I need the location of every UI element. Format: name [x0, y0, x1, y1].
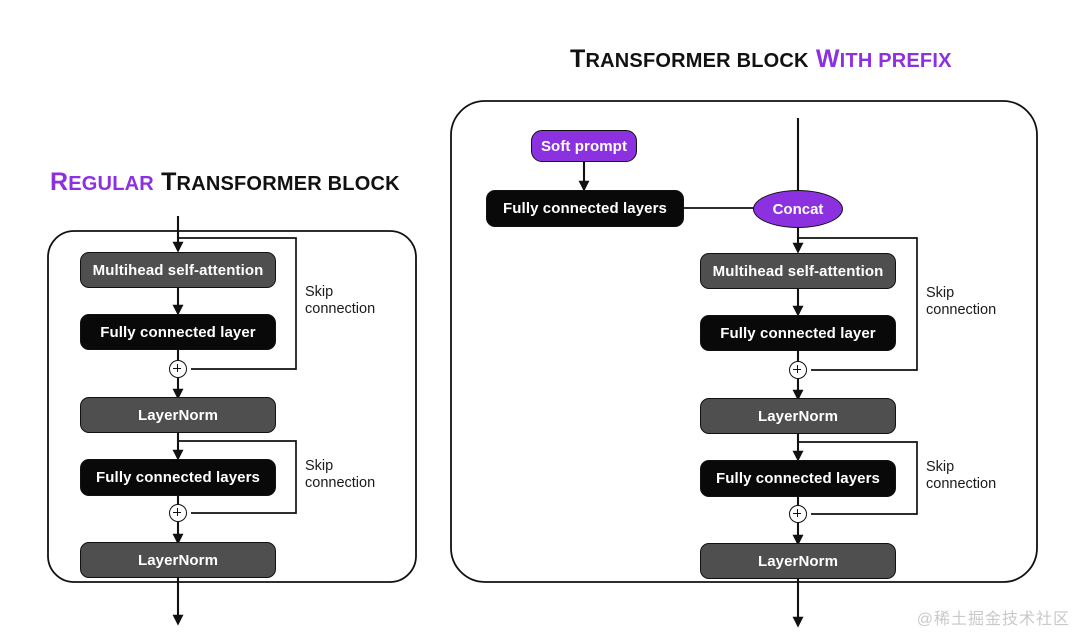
left-node-attention-label: Multihead self-attention: [92, 261, 264, 279]
right-skip-path-1: [798, 237, 918, 371]
left-panel-title: REGULAR TRANSFORMER BLOCK: [50, 168, 400, 197]
right-node-soft-prompt[interactable]: Soft prompt: [531, 130, 637, 162]
left-add-operator-2: [169, 504, 187, 522]
left-skip-path-1: [178, 237, 297, 370]
left-node-fully-connected-layer[interactable]: Fully connected layer: [80, 314, 276, 350]
right-skip-path-2: [798, 441, 918, 515]
right-node-fully-connected-layer[interactable]: Fully connected layer: [700, 315, 896, 351]
watermark: @稀土掘金技术社区: [916, 611, 1070, 628]
left-skip-connection-label-1: Skip connection: [305, 284, 376, 317]
left-node-layernorm-1[interactable]: LayerNorm: [80, 397, 276, 433]
right-node-prefix-fully-connected-layers[interactable]: Fully connected layers: [486, 190, 684, 227]
right-node-layernorm-1[interactable]: LayerNorm: [700, 398, 896, 434]
right-skip-connection-label-2: Skip connection: [926, 459, 997, 492]
right-block-container: [450, 100, 1038, 583]
right-node-attention-label: Multihead self-attention: [712, 262, 884, 280]
right-title-purple-initial: W: [808, 45, 840, 73]
left-title-black-rest: RANSFORMER BLOCK: [176, 173, 400, 195]
right-node-concat[interactable]: Concat: [753, 190, 843, 228]
right-panel-title: TRANSFORMER BLOCK WITH PREFIX: [570, 45, 952, 74]
left-node-layernorm-2-label: LayerNorm: [137, 551, 219, 569]
right-node-layernorm-1-label: LayerNorm: [757, 407, 839, 425]
right-node-prefix-fc-label: Fully connected layers: [503, 200, 667, 217]
left-node-fully-connected-layers[interactable]: Fully connected layers: [80, 459, 276, 496]
left-block-container: [47, 230, 417, 583]
left-title-black-initial: T: [153, 168, 177, 196]
left-node-fcs-label: Fully connected layers: [96, 469, 260, 486]
left-node-fc-label: Fully connected layer: [100, 323, 256, 341]
right-node-soft-prompt-label: Soft prompt: [540, 137, 628, 155]
right-add-operator-2: [789, 505, 807, 523]
left-title-purple-rest: EGULAR: [68, 173, 154, 195]
right-add-operator-1: [789, 361, 807, 379]
right-title-purple-rest: ITH PREFIX: [839, 50, 952, 72]
left-skip-connection-label-2: Skip connection: [305, 458, 376, 491]
left-node-multihead-self-attention[interactable]: Multihead self-attention: [80, 252, 276, 288]
right-node-layernorm-2-label: LayerNorm: [757, 552, 839, 570]
right-skip-connection-label-1: Skip connection: [926, 285, 997, 318]
right-node-fcs-label: Fully connected layers: [716, 470, 880, 487]
right-title-black-rest: RANSFORMER BLOCK: [585, 50, 809, 72]
right-node-layernorm-2[interactable]: LayerNorm: [700, 543, 896, 579]
left-title-purple-initial: R: [50, 168, 69, 196]
right-title-black-initial: T: [570, 45, 586, 73]
left-skip-path-2: [178, 440, 297, 514]
right-node-fc-label: Fully connected layer: [720, 324, 876, 342]
left-add-operator-1: [169, 360, 187, 378]
left-node-layernorm-1-label: LayerNorm: [137, 406, 219, 424]
right-node-multihead-self-attention[interactable]: Multihead self-attention: [700, 253, 896, 289]
left-node-layernorm-2[interactable]: LayerNorm: [80, 542, 276, 578]
right-node-fully-connected-layers[interactable]: Fully connected layers: [700, 460, 896, 497]
right-node-concat-label: Concat: [772, 200, 824, 218]
